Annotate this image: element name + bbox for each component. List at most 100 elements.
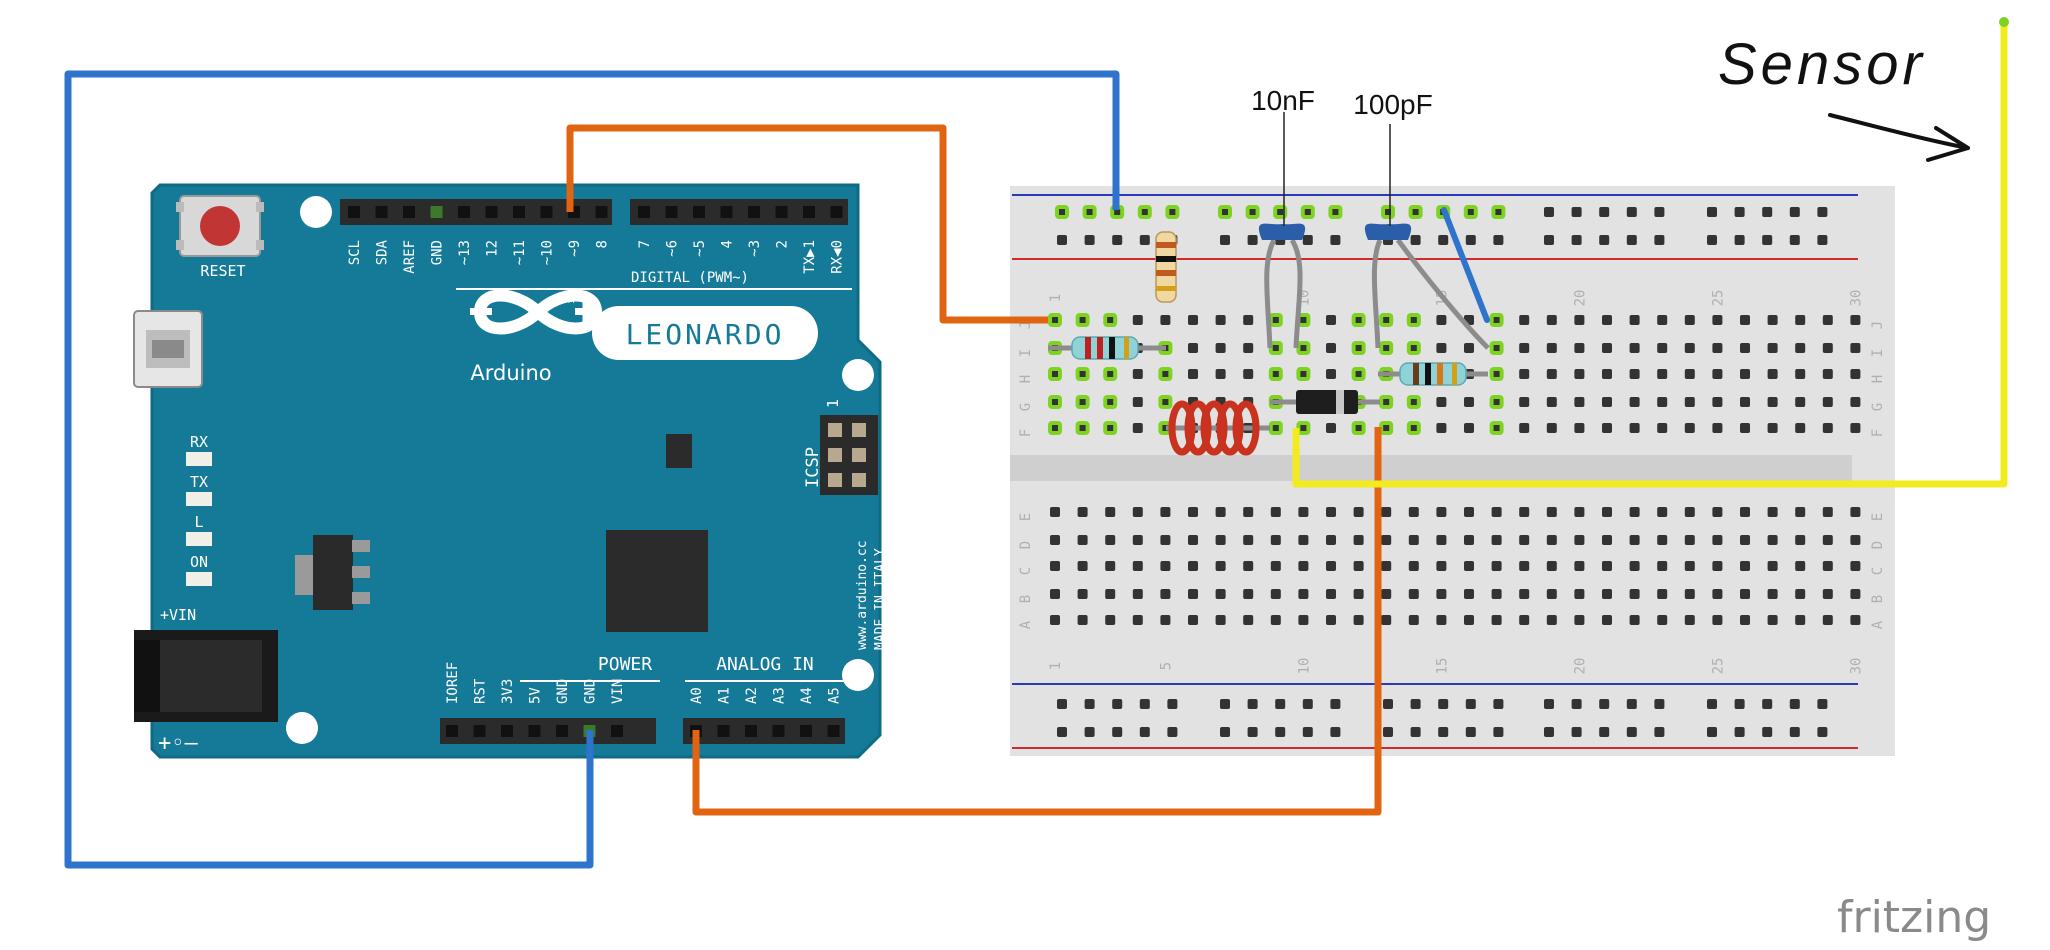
breadboard-hole <box>1105 535 1116 545</box>
analog-header <box>683 718 845 744</box>
column-number: 15 <box>1434 658 1450 675</box>
power-header <box>440 718 656 744</box>
breadboard-hole <box>1767 369 1778 379</box>
analog-pin <box>745 725 757 737</box>
breadboard-hole <box>1050 535 1060 545</box>
mounting-hole <box>286 712 318 744</box>
breadboard-hole <box>1519 423 1530 433</box>
breadboard-hole <box>1657 369 1668 379</box>
breadboard-hole <box>1546 615 1557 625</box>
rail-hole <box>1493 235 1504 245</box>
rail-hole <box>1789 235 1800 245</box>
rail-hole <box>1139 727 1150 737</box>
breadboard-hole <box>1050 615 1060 625</box>
rail-hole <box>1302 235 1313 245</box>
breadboard-hole <box>1436 535 1447 545</box>
power-jack <box>134 630 278 722</box>
power-pin <box>446 725 458 737</box>
rail-hole <box>1465 727 1476 737</box>
breadboard-hole <box>1406 341 1421 355</box>
breadboard-hole <box>1326 343 1336 353</box>
rail-hole <box>1084 699 1095 709</box>
vin-label: +VIN <box>160 606 196 624</box>
column-number: 20 <box>1572 290 1588 307</box>
top-right-pin <box>638 206 650 218</box>
breadboard-hole <box>1657 615 1668 625</box>
rail-hole <box>1302 699 1313 709</box>
rail-hole <box>1734 727 1745 737</box>
rail-hole <box>1218 205 1232 219</box>
breadboard-hole <box>1574 535 1585 545</box>
breadboard-hole <box>1519 507 1530 517</box>
breadboard-hole <box>1215 369 1226 379</box>
rail-hole <box>1438 699 1449 709</box>
top-left-pin-label: SCL <box>347 240 363 265</box>
rail-hole <box>1599 207 1610 217</box>
breadboard-hole <box>1215 561 1226 571</box>
breadboard-hole <box>1353 507 1364 517</box>
rail-hole <box>1082 205 1097 219</box>
breadboard-hole <box>1351 341 1366 355</box>
breadboard-hole <box>1158 395 1173 409</box>
rail-hole <box>1383 727 1393 737</box>
breadboard-hole <box>1740 507 1750 517</box>
breadboard-hole <box>1268 421 1283 435</box>
breadboard-hole <box>1351 367 1366 381</box>
sensor-annotation: Sensor <box>1718 32 1970 162</box>
wire-end <box>1999 17 2009 27</box>
breadboard-hole <box>1740 397 1750 407</box>
rail-hole <box>1300 205 1315 219</box>
breadboard-hole <box>1381 535 1392 545</box>
top-right-pin <box>665 206 678 218</box>
breadboard-hole <box>1602 423 1612 433</box>
breadboard-hole <box>1795 615 1806 625</box>
rail-hole <box>1654 699 1665 709</box>
breadboard-hole <box>1602 507 1612 517</box>
breadboard-hole <box>1657 343 1668 353</box>
breadboard-hole <box>1103 421 1118 435</box>
breadboard-hole <box>1684 615 1695 625</box>
rail-hole <box>1707 207 1717 217</box>
power-pin <box>501 725 513 737</box>
top-left-pin-label: ~10 <box>540 240 556 265</box>
breadboard-hole <box>1602 535 1612 545</box>
breadboard-hole <box>1103 395 1118 409</box>
top-right-pin-label: 2 <box>775 240 791 248</box>
power-pin-label: VIN <box>610 679 626 704</box>
rail-hole <box>1599 727 1610 737</box>
breadboard-hole <box>1436 561 1447 571</box>
analog-pin <box>800 725 812 737</box>
breadboard-hole <box>1767 397 1778 407</box>
breadboard-hole <box>1489 367 1504 381</box>
breadboard-hole <box>1158 367 1173 381</box>
led-label-rx: RX <box>190 433 208 451</box>
breadboard-hole <box>1050 589 1060 599</box>
breadboard-hole <box>1629 561 1640 571</box>
breadboard-hole <box>1546 315 1557 325</box>
breadboard-hole <box>1464 535 1474 545</box>
rail-hole <box>1247 699 1258 709</box>
breadboard-hole <box>1740 423 1750 433</box>
icsp-header <box>820 415 878 495</box>
breadboard-hole <box>1712 615 1723 625</box>
breadboard-hole <box>1298 507 1309 517</box>
reset-button[interactable] <box>176 195 264 257</box>
breadboard-hole <box>1795 369 1806 379</box>
breadboard-hole <box>1629 423 1640 433</box>
breadboard-center-channel <box>1010 455 1852 481</box>
breadboard-hole <box>1188 507 1198 517</box>
breadboard-hole <box>1132 369 1143 379</box>
power-pin <box>528 725 541 737</box>
breadboard-hole <box>1077 535 1088 545</box>
breadboard-labels: JJIIHHGGFFEEDDCCBBAA11551010151520202525… <box>1018 290 1886 675</box>
rail-hole <box>1571 699 1582 709</box>
breadboard-hole <box>1243 343 1254 353</box>
breadboard-hole <box>1489 313 1504 327</box>
top-right-pin-label: 4 <box>720 240 736 248</box>
rail-hole <box>1762 699 1773 709</box>
breadboard-hole <box>1822 615 1833 625</box>
breadboard-hole <box>1270 535 1281 545</box>
top-left-pin-label: 8 <box>595 240 611 248</box>
rail-hole <box>1112 699 1123 709</box>
breadboard-hole <box>1491 615 1502 625</box>
